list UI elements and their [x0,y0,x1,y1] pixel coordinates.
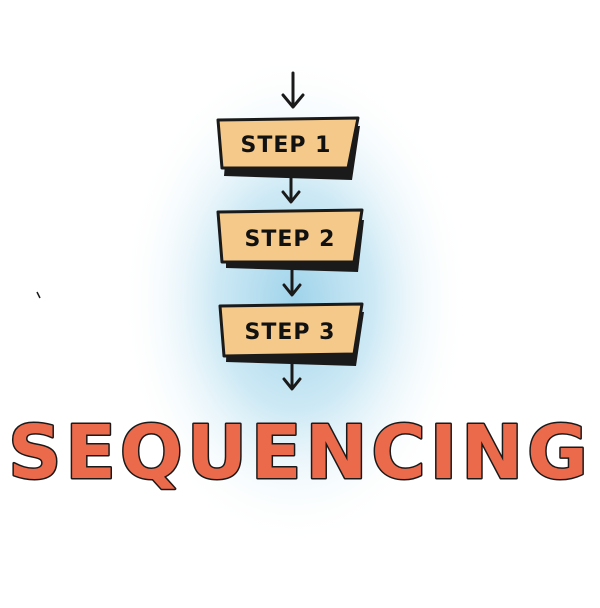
arrow-down-icon [282,360,302,391]
arrow-down-icon [281,71,305,109]
step-3-box: STEP 3 [218,302,364,366]
step-2-box: STEP 2 [216,208,364,272]
step-2-label: STEP 2 [245,227,336,252]
step-1-label: STEP 1 [241,133,332,158]
arrow-down-icon [281,173,301,204]
step-1-box: STEP 1 [216,116,360,180]
arrow-down-icon [282,266,302,297]
background-glow [120,55,470,545]
step-3-label: STEP 3 [245,320,336,345]
sequencing-title: SEQUENCING [8,410,592,496]
stray-mark [36,291,41,299]
